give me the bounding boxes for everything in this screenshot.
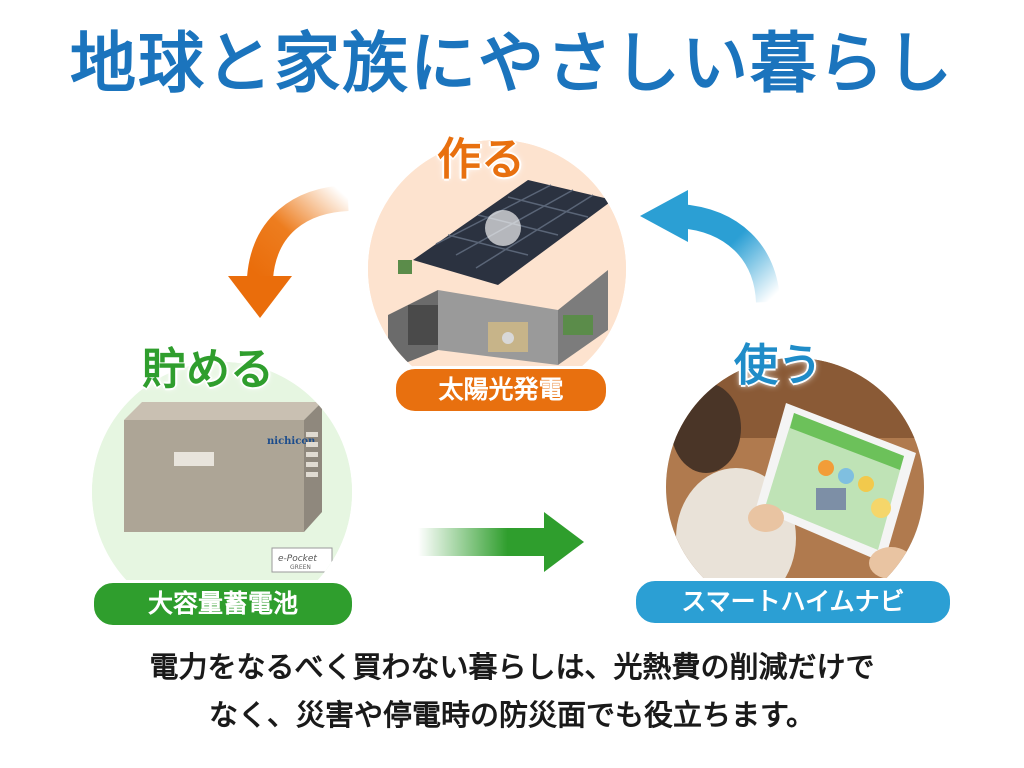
tablet-image (666, 358, 924, 616)
caption-line-2: なく、災害や停電時の防災面でも役立ちます。 (208, 698, 816, 732)
battery-label: 大容量蓄電池 (91, 580, 355, 628)
product-name: e-Pocket (278, 554, 317, 564)
smart-heim-navi-label: スマートハイムナビ (633, 578, 953, 626)
blue-cycle-arrow (640, 190, 790, 324)
make-heading: 作る (437, 134, 525, 185)
product-sub: GREEN (290, 564, 311, 571)
caption-line-1: 電力をなるべく買わない暮らしは、光熱費の削減だけで (149, 650, 875, 684)
use-heading: 使う (734, 340, 822, 391)
battery-image: nichicon e-Pocket GREEN (92, 362, 352, 622)
brand-logo: nichicon (267, 436, 316, 447)
page-title: 地球と家族にやさしい暮らし (70, 25, 954, 102)
solar-power-label: 太陽光発電 (393, 366, 609, 414)
solar-house-image (368, 140, 626, 398)
green-cycle-arrow (418, 510, 588, 578)
orange-cycle-arrow (220, 178, 360, 332)
store-heading: 貯める (142, 344, 274, 395)
